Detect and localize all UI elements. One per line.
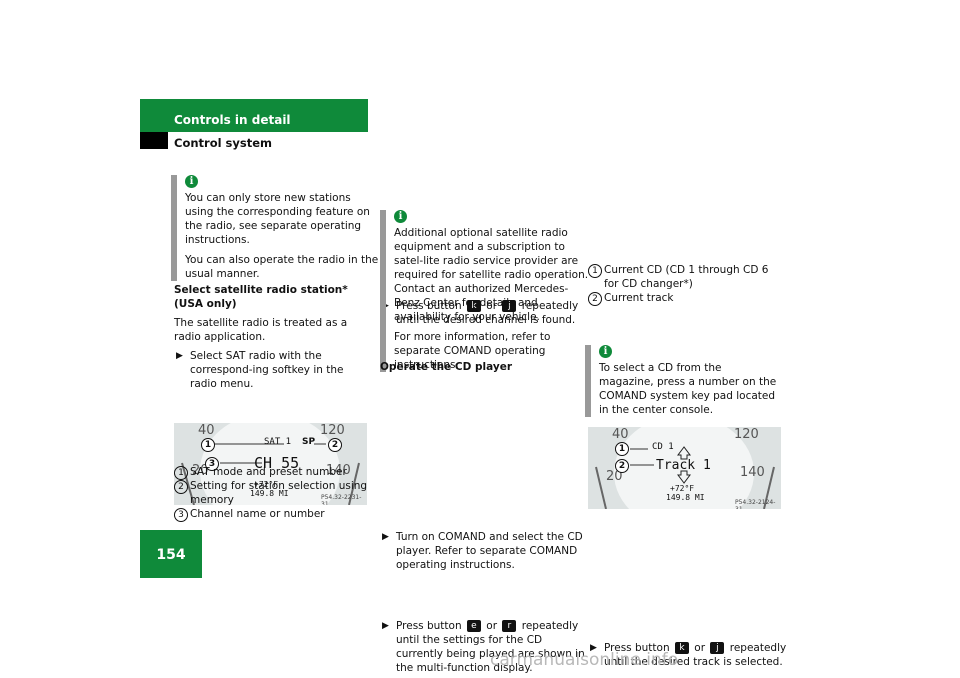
gauge-label: 120 xyxy=(734,427,759,442)
previous-button-icon: e xyxy=(466,620,481,632)
figure-code: P54.32-2231-31 xyxy=(321,494,362,505)
info-text: Additional optional satellite radio equi… xyxy=(394,227,589,323)
legend-number: 1 xyxy=(588,264,602,278)
subsection-title: Control system xyxy=(174,136,273,150)
instruction-bullet: ▶ Press button k or j repeatedly until t… xyxy=(380,299,592,327)
header-marker xyxy=(140,132,168,149)
dashboard-image-cd: 40 20 120 140 CD 1 Track 1 +72°F 149.8 M… xyxy=(588,427,781,509)
callout-number: 3 xyxy=(205,457,219,471)
bullet-text: repeatedly until the desired track is se… xyxy=(604,642,787,668)
heading-line: Select satellite radio station* xyxy=(174,284,348,296)
info-box-cd: i To select a CD from the magazine, pres… xyxy=(585,345,779,417)
legend-text: Setting for station selection using memo… xyxy=(190,480,368,506)
display-sp: SP xyxy=(302,437,316,447)
legend-number: 2 xyxy=(588,292,602,306)
next-button-icon: r xyxy=(502,620,517,632)
info-text: For more information, refer to separate … xyxy=(394,331,551,371)
down-button-icon: j xyxy=(502,300,517,312)
gauge-graphic xyxy=(174,423,367,505)
bullet-text: Press button xyxy=(396,300,462,312)
bullet-text: Press button xyxy=(396,620,462,632)
gauge-label: 40 xyxy=(198,423,215,438)
bullet-text: Press button xyxy=(604,642,670,654)
callout-number: 1 xyxy=(615,442,629,456)
callout-number: 1 xyxy=(201,438,215,452)
bullet-text: or xyxy=(694,642,706,654)
figure-code: P54.32-2124-31 xyxy=(735,499,776,509)
header-bar xyxy=(140,99,368,132)
up-button-icon: k xyxy=(674,642,689,654)
display-temp: +72°F xyxy=(670,484,695,493)
info-icon: i xyxy=(599,345,612,358)
instruction-bullet: ▶ Press button k or j repeatedly until t… xyxy=(588,641,796,669)
page-number: 154 xyxy=(156,547,186,563)
gauge-label: 140 xyxy=(326,463,351,478)
display-channel: CH 55 xyxy=(254,454,300,472)
info-text: You can also operate the radio in the us… xyxy=(185,254,379,280)
footer-watermark: carmanualsonline.info xyxy=(490,650,679,670)
info-text: To select a CD from the magazine, press … xyxy=(599,362,777,416)
legend-text: Current CD (CD 1 through CD 6 for CD cha… xyxy=(604,264,769,290)
info-icon: i xyxy=(185,175,198,188)
down-button-icon: j xyxy=(710,642,725,654)
legend-text: Channel name or number xyxy=(190,508,325,520)
bullet-text: or xyxy=(486,620,498,632)
info-icon: i xyxy=(394,210,407,223)
bullet-text: repeatedly until the desired channel is … xyxy=(396,300,579,326)
arrow-icon: ▶ xyxy=(382,532,389,542)
arrow-icon: ▶ xyxy=(382,621,389,631)
heading-line: (USA only) xyxy=(174,298,237,310)
gauge-label: 40 xyxy=(612,427,629,442)
instruction-bullet: ▶ Press button e or r repeatedly until t… xyxy=(380,619,592,675)
info-box-satellite: i Additional optional satellite radio eq… xyxy=(380,210,590,372)
arrow-icon: ▶ xyxy=(176,351,183,361)
callout-number: 2 xyxy=(615,459,629,473)
bullet-text: Turn on COMAND and select the CD player.… xyxy=(396,531,583,571)
bullet-text: Select SAT radio with the correspond-ing… xyxy=(190,350,344,390)
page-number-box xyxy=(140,530,202,578)
section-title: Controls in detail xyxy=(174,113,291,127)
paragraph: The satellite radio is treated as a radi… xyxy=(174,317,348,343)
bullet-text: repeatedly until the settings for the CD… xyxy=(396,620,585,674)
callout-number: 2 xyxy=(328,438,342,452)
legend-text: Current track xyxy=(604,292,674,304)
display-odometer: 149.8 MI xyxy=(666,493,705,502)
heading-satellite: Select satellite radio station* (USA onl… xyxy=(174,283,370,311)
dashboard-image-sat: 40 20 120 140 SAT 1 SP CH 55 +72°F 149.8… xyxy=(174,423,367,505)
display-track: Track 1 xyxy=(656,458,711,473)
instruction-bullet: ▶ Select SAT radio with the correspond-i… xyxy=(174,349,370,391)
up-button-icon: k xyxy=(466,300,481,312)
legend-number: 1 xyxy=(174,466,188,480)
legend-text: SAT mode and preset number xyxy=(190,466,347,478)
display-sat: SAT 1 xyxy=(264,437,292,447)
gauge-graphic xyxy=(588,427,781,509)
instruction-bullet: ▶ Turn on COMAND and select the CD playe… xyxy=(380,530,586,572)
arrow-icon: ▶ xyxy=(590,643,597,653)
info-box-stations: i You can only store new stations using … xyxy=(171,175,381,281)
gauge-label: 140 xyxy=(740,465,765,480)
gauge-label: 120 xyxy=(320,423,345,438)
legend-number: 3 xyxy=(174,508,188,522)
info-text: You can only store new stations using th… xyxy=(185,192,370,246)
gauge-label: 20 xyxy=(606,469,623,484)
legend-number: 2 xyxy=(174,480,188,494)
gauge-label: 20 xyxy=(192,463,209,478)
display-odometer: 149.8 MI xyxy=(250,489,289,498)
display-cd: CD 1 xyxy=(652,442,674,452)
bullet-text: or xyxy=(486,300,498,312)
display-temp: +72°F xyxy=(254,480,279,489)
heading-cd-player: Operate the CD player xyxy=(380,361,512,373)
